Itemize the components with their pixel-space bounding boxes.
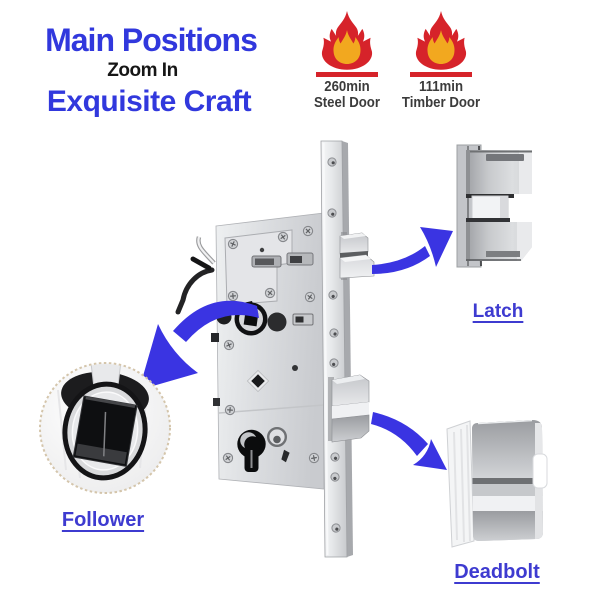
deadbolt-label: Deadbolt [454,561,540,583]
rating-door-type: Steel Door [313,93,380,111]
arrow-to-follower-icon [139,300,259,390]
page-title: Main Positions [45,22,258,58]
follower-zoom-inset [39,362,171,494]
flame-underline-bar [410,72,472,77]
latch-label: Latch [472,301,524,322]
lock-slots [251,252,314,326]
page-subtitle: Zoom In [107,60,178,81]
latch-bolt [339,232,375,280]
latch-photo [456,144,532,268]
flame-icon [321,11,373,70]
flame-icon [415,11,467,70]
mortise-lock-photo [175,140,375,558]
rating-minutes: 260min [324,78,370,95]
lock-case [211,212,325,490]
spring-wire [175,236,216,315]
lock-faceplate [320,140,353,558]
deadbolt-bolt [328,374,370,443]
follower-label: Follower [61,509,145,531]
fire-ratings: 260min Steel Door 111min Timber Door [301,11,487,111]
cylinder-keyhole [237,427,290,472]
rating-minutes: 111min [418,78,464,95]
spindle-hole [246,369,270,393]
page-tagline: Exquisite Craft [46,85,252,118]
fire-rating-steel-door: 260min Steel Door [301,11,393,111]
arrow-to-latch-icon [372,227,453,274]
fire-rating-timber-door: 111min Timber Door [395,11,487,111]
deadbolt-photo [446,420,548,548]
rating-door-type: Timber Door [401,93,481,111]
flame-underline-bar [316,72,378,77]
arrow-to-deadbolt-icon [371,412,447,470]
